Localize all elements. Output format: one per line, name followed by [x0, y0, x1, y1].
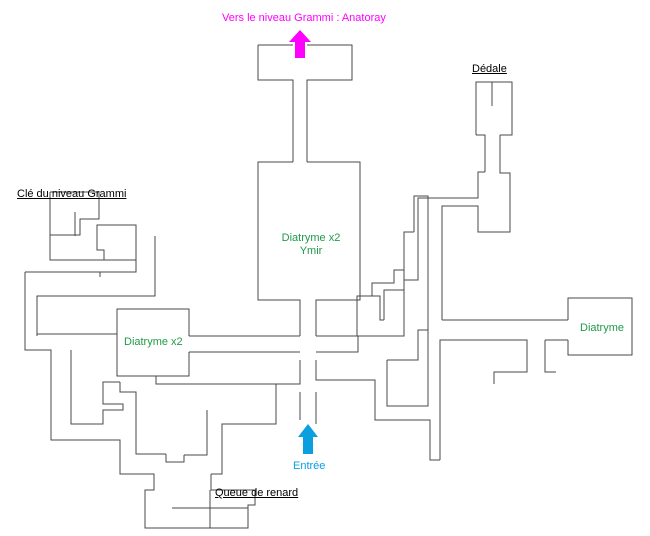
map-walls-center-room: [257, 161, 361, 336]
left-room-label: Diatryme x2: [124, 336, 183, 348]
map-walls-center-corridor: [189, 231, 440, 475]
exit-arrow-icon: [289, 30, 311, 58]
center-room-line1: Diatryme x2: [281, 232, 341, 244]
entrance-arrow-icon: [298, 424, 318, 454]
map-walls-right: [371, 134, 568, 460]
right-room-label: Diatryme: [580, 322, 625, 334]
map-walls-dedale: [475, 81, 513, 136]
map-walls-right-room: [567, 297, 633, 356]
map-walls-left: [24, 191, 276, 475]
dedale-label: Dédale: [472, 63, 507, 75]
center-room-line2: Ymir: [299, 245, 323, 257]
key-label: Clé du niveau Grammi: [17, 188, 127, 200]
map-walls-top: [257, 44, 353, 162]
foxtail-label: Queue de renard: [215, 487, 299, 499]
exit-label: Vers le niveau Grammi : Anatoray: [222, 12, 386, 24]
map-walls-bottom: [130, 473, 256, 529]
entrance-label: Entrée: [293, 460, 326, 472]
center-room-label: Diatryme x2 Ymir: [266, 232, 356, 258]
